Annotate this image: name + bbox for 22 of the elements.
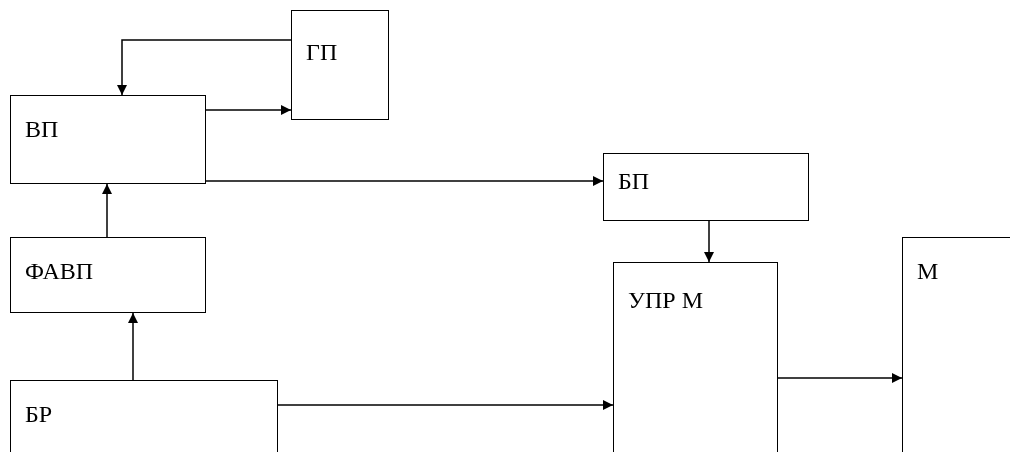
box-label: БП [618,168,650,195]
box-label: ГП [306,39,338,66]
process-box [10,380,278,452]
process-box [10,95,206,184]
arrow [205,105,292,115]
box-label: М [917,258,939,285]
process-box [291,10,389,120]
box-label: ФАВП [25,258,94,285]
arrow [117,39,292,96]
box-label: УПР М [628,287,703,314]
process-box [902,237,1010,452]
arrow [102,183,112,238]
arrow [277,400,614,410]
arrow [704,220,714,263]
process-box [603,153,809,221]
process-box [10,237,206,313]
box-label: ВП [25,116,59,143]
process-box [613,262,778,452]
arrow [205,176,604,186]
box-label: БР [25,401,53,428]
arrow [128,312,138,381]
arrow [777,373,903,383]
